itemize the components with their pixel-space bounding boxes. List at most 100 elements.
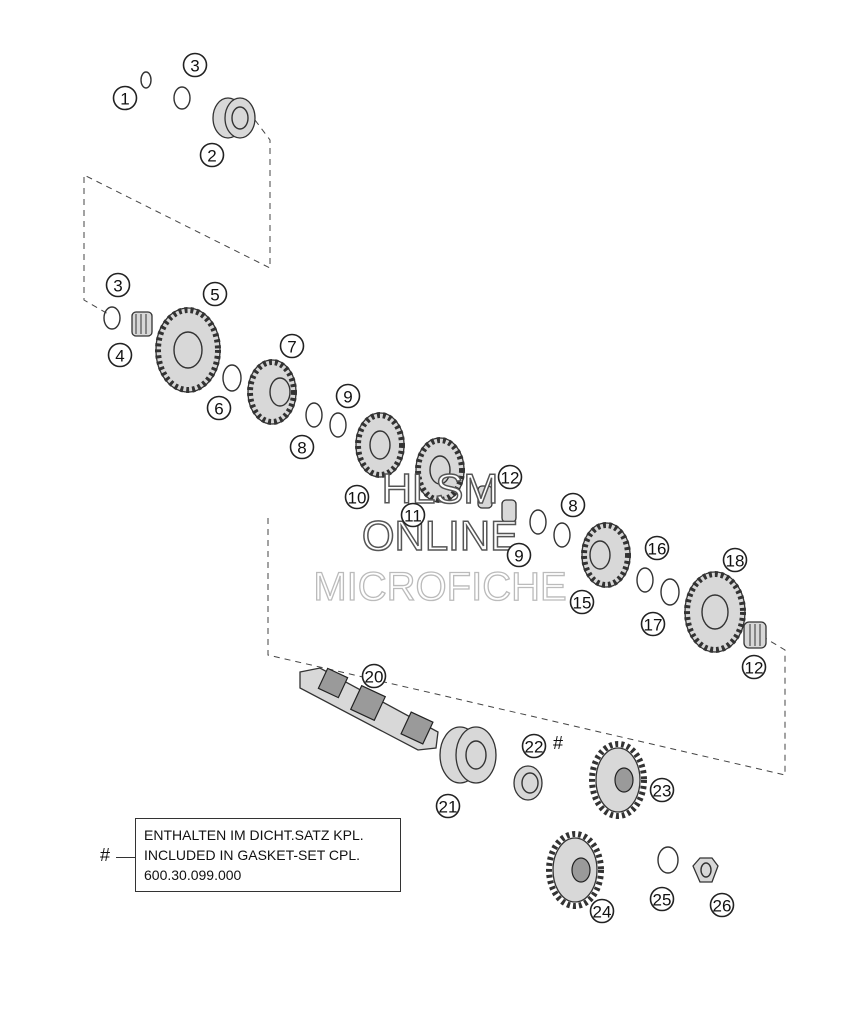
watermark-line-1: HLSM bbox=[382, 465, 499, 512]
part-17-washer bbox=[660, 578, 680, 606]
part-24-sprocket bbox=[546, 831, 604, 909]
callout-circle bbox=[644, 535, 670, 561]
callout-c22: 22 bbox=[521, 733, 547, 759]
part-3-washer-top bbox=[173, 86, 191, 110]
callout-c8b: 8 bbox=[560, 492, 586, 518]
watermark: HLSM ONLINE MICROFICHE bbox=[313, 464, 568, 609]
callout-c7: 7 bbox=[279, 333, 305, 359]
note-line-3: 600.30.099.000 bbox=[144, 867, 242, 883]
part-5-gear bbox=[155, 307, 221, 393]
callout-circle bbox=[435, 793, 461, 819]
note-line-1: ENTHALTEN IM DICHT.SATZ KPL. bbox=[144, 827, 364, 843]
callout-c3b: 3 bbox=[105, 272, 131, 298]
part-6-washer bbox=[222, 364, 242, 392]
callout-number: 1 bbox=[120, 90, 129, 109]
callout-c15: 15 bbox=[569, 589, 595, 615]
callout-number: 20 bbox=[365, 668, 384, 687]
callout-c23: 23 bbox=[649, 777, 675, 803]
part-2-bearing bbox=[212, 97, 256, 139]
callout-c2: 2 bbox=[199, 142, 225, 168]
callout-number: 6 bbox=[214, 400, 223, 419]
callout-c18: 18 bbox=[722, 547, 748, 573]
part-25-washer bbox=[657, 846, 679, 874]
callout-c9b: 9 bbox=[506, 542, 532, 568]
part-8-washer-lower bbox=[553, 522, 571, 548]
part-16-circlip bbox=[636, 567, 654, 593]
callout-c21: 21 bbox=[435, 793, 461, 819]
callout-number: 8 bbox=[568, 497, 577, 516]
callout-number: 9 bbox=[343, 388, 352, 407]
callout-circle bbox=[649, 777, 675, 803]
note-line-2: INCLUDED IN GASKET-SET CPL. bbox=[144, 847, 361, 863]
callout-number: 9 bbox=[514, 547, 523, 566]
callout-c16: 16 bbox=[644, 535, 670, 561]
callout-number: 25 bbox=[653, 891, 672, 910]
part-20-output-shaft bbox=[299, 667, 439, 751]
callout-c20: 20 bbox=[361, 663, 387, 689]
callout-number: 26 bbox=[713, 897, 732, 916]
callout-c3a: 3 bbox=[182, 52, 208, 78]
callout-number: 22 bbox=[525, 738, 544, 757]
callout-circle bbox=[506, 542, 532, 568]
callout-number: 4 bbox=[115, 347, 124, 366]
callout-circle bbox=[400, 502, 426, 528]
callout-circle bbox=[344, 484, 370, 510]
callout-circle bbox=[741, 654, 767, 680]
part-21-bearing bbox=[439, 726, 497, 784]
callout-circle bbox=[649, 886, 675, 912]
callout-number: 7 bbox=[287, 338, 296, 357]
callout-c24: 24 bbox=[589, 898, 615, 924]
callout-number: 16 bbox=[648, 540, 667, 559]
part-1-circlip bbox=[140, 71, 152, 89]
callout-number: 3 bbox=[113, 277, 122, 296]
callout-circle bbox=[361, 663, 387, 689]
note-leader-line bbox=[116, 857, 135, 858]
part-10-gear bbox=[355, 412, 405, 478]
callout-circle bbox=[112, 85, 138, 111]
watermark-line-3: MICROFICHE bbox=[313, 565, 566, 609]
part-7-sliding-gear bbox=[247, 359, 297, 425]
callout-circle bbox=[335, 383, 361, 409]
part-8-washer bbox=[305, 402, 323, 428]
callout-number: 10 bbox=[348, 489, 367, 508]
callout-number: 12 bbox=[501, 469, 520, 488]
part-9-ring-lower bbox=[529, 509, 547, 535]
dashed-outline-upper bbox=[83, 119, 271, 316]
callout-circle bbox=[521, 733, 547, 759]
callout-c8a: 8 bbox=[289, 434, 315, 460]
callout-number: 8 bbox=[297, 439, 306, 458]
note-hash-marker: # bbox=[100, 845, 111, 865]
callout-circle bbox=[279, 333, 305, 359]
callout-c4: 4 bbox=[107, 342, 133, 368]
callout-c1: 1 bbox=[112, 85, 138, 111]
callout-number: 12 bbox=[745, 659, 764, 678]
part-12-needle-bearing bbox=[743, 621, 767, 649]
callout-circle bbox=[560, 492, 586, 518]
part-26-nut bbox=[692, 857, 719, 883]
callout-circle bbox=[206, 395, 232, 421]
gasket-set-note: ENTHALTEN IM DICHT.SATZ KPL. INCLUDED IN… bbox=[135, 818, 401, 892]
callout-c12a: 12 bbox=[497, 464, 523, 490]
callout-c10: 10 bbox=[344, 484, 370, 510]
callout-circle bbox=[107, 342, 133, 368]
callout-c12b: 12 bbox=[741, 654, 767, 680]
callout-number: 17 bbox=[644, 616, 663, 635]
callout-c6: 6 bbox=[206, 395, 232, 421]
callout-circle bbox=[182, 52, 208, 78]
callout-number: 2 bbox=[207, 147, 216, 166]
part-11-gear bbox=[415, 437, 465, 503]
callout-number: 24 bbox=[593, 903, 612, 922]
callout-number: 11 bbox=[404, 507, 422, 526]
callout-circle bbox=[589, 898, 615, 924]
callout-c25: 25 bbox=[649, 886, 675, 912]
callout-circle bbox=[105, 272, 131, 298]
callout-c26: 26 bbox=[709, 892, 735, 918]
part-23-sprocket bbox=[589, 741, 647, 819]
callout-circle bbox=[709, 892, 735, 918]
callout-number: 23 bbox=[653, 782, 672, 801]
part-9-ring bbox=[329, 412, 347, 438]
callout-circle bbox=[640, 611, 666, 637]
callout-circle bbox=[722, 547, 748, 573]
dashed-outline-lower bbox=[267, 518, 786, 776]
callout-circle bbox=[289, 434, 315, 460]
